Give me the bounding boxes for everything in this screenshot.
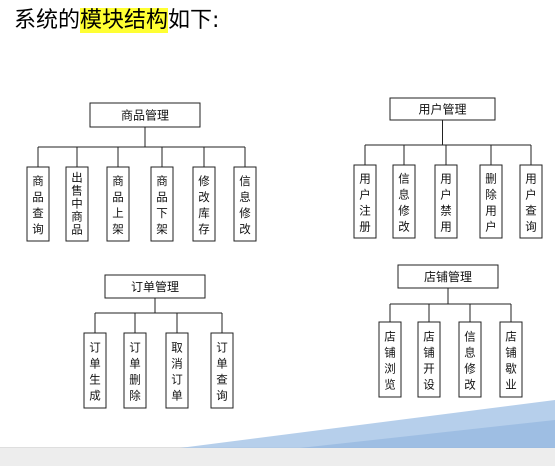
submodule-label: 取消订单 [171,341,183,403]
heading-prefix: 系统的 [14,8,81,33]
submodule-label: 用户查询 [525,172,537,234]
heading-suffix: 如下: [168,8,220,33]
submodule-box [353,164,377,239]
submodule-box [165,332,189,409]
submodule-label: 订单生成 [89,341,101,403]
submodule-label: 修改库存 [198,174,210,236]
submodule-box [65,166,89,242]
submodule-label: 商品上架 [112,174,124,236]
submodule-label: 用户注册 [359,172,371,234]
footer-bar [0,447,555,466]
submodule-box [417,321,441,398]
module-title: 店铺管理 [424,269,472,284]
submodule-label: 商品下架 [156,174,168,236]
submodule-box [106,166,130,242]
submodule-box [192,166,216,242]
submodule-label: 商品查询 [32,174,44,236]
submodule-box [26,166,50,242]
submodule-box [123,332,147,409]
module-title: 用户管理 [418,102,466,117]
submodule-box [378,321,402,398]
submodule-label: 店铺浏览 [384,330,396,392]
submodule-box [434,164,458,239]
submodule-box [499,321,523,398]
module-title-box [89,102,201,128]
page-heading: 系统的模块结构如下: [14,6,219,36]
submodule-label: 信息修改 [398,172,410,234]
submodule-box [519,164,543,239]
submodule-box [458,321,482,398]
submodule-box [479,164,503,239]
module-title: 订单管理 [131,279,179,294]
submodule-label: 店铺歇业 [505,330,517,392]
module-title: 商品管理 [121,108,169,123]
submodule-box [150,166,174,242]
submodule-label: 订单删除 [129,341,141,403]
submodule-label: 订单查询 [216,341,228,403]
submodule-label: 店铺开设 [423,330,435,392]
submodule-label: 删除用户 [485,172,497,234]
submodule-label: 信息修改 [464,330,476,392]
submodule-label: 用户禁用 [440,172,452,234]
submodule-label: 出售中商品 [71,171,83,237]
submodule-box [392,164,416,239]
submodule-box [83,332,107,409]
heading-highlight: 模块结构 [80,8,169,33]
submodule-box [233,166,257,242]
submodule-label: 信息修改 [239,174,251,236]
